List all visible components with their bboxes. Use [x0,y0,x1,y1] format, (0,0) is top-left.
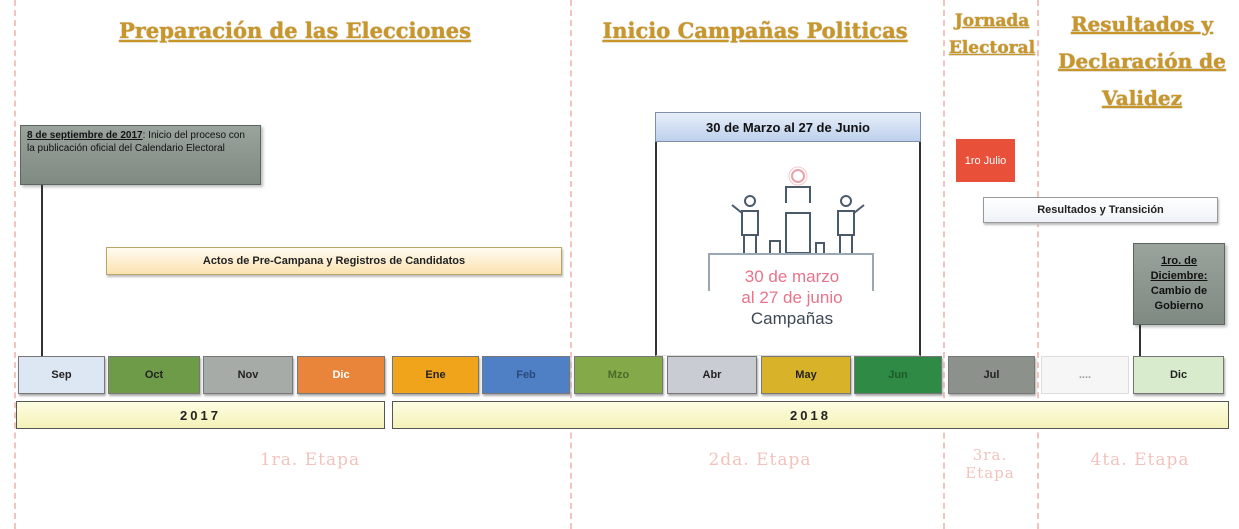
jornada-date-label: 1ro Julio [964,154,1007,167]
month-abr: Abr [667,356,757,394]
campaign-logo-frame [708,253,874,291]
month-ellipsis: .... [1041,356,1129,394]
campaign-logo-line1: 30 de marzo [744,267,840,286]
etapa-label-2: 2da. Etapa [708,450,812,470]
month-label: Feb [516,369,536,381]
year-label-2018: 2018 [790,407,831,423]
etapa-label-4: 4ta. Etapa [1090,450,1190,470]
campaign-podium-illustration [731,166,865,254]
month-label: Sep [51,369,72,381]
month-label: .... [1078,369,1092,381]
campaign-logo-line3: Campañas [750,309,834,328]
etapa-label-3: 3ra. Etapa [965,446,1015,482]
month-jul: Jul [948,356,1035,394]
cambio-pin-line [1139,325,1141,356]
campaign-range-header: 30 de Marzo al 27 de Junio [655,112,921,142]
campaign-period-box [655,142,921,356]
month-label: Jun [888,369,908,381]
month-ene: Ene [392,356,479,394]
month-label: Dic [1169,369,1188,381]
start-process-note: 8 de septiembre de 2017: Inicio del proc… [20,125,261,185]
month-dic-2018: Dic [1133,356,1224,394]
phase-title-resultados: Resultados y Declaración de Validez [1058,12,1226,110]
etapa-label-1: 1ra. Etapa [259,450,361,470]
resultados-label: Resultados y Transición [1037,204,1164,216]
resultados-bar: Resultados y Transición [983,197,1218,223]
month-label: Ene [425,369,446,381]
month-label: Dic [332,369,350,381]
phase-divider-1 [570,0,572,529]
month-may: May [761,356,851,394]
month-oct: Oct [108,356,200,394]
start-date-label: 8 de septiembre de 2017 [27,130,143,141]
month-label: Abr [702,369,722,381]
month-nov: Nov [203,356,293,394]
cambio-gobierno-note: 1ro. de Diciembre: Cambio de Gobierno [1133,243,1225,325]
month-label: Nov [237,369,259,381]
phase-title-campanas: Inicio Campañas Politicas [602,18,908,43]
precampana-bar: Actos de Pre-Campana y Registros de Cand… [106,247,562,275]
month-label: Mzo [607,369,630,381]
month-feb: Feb [482,356,570,394]
month-label: Jul [983,369,1000,381]
campaign-range-label: 30 de Marzo al 27 de Junio [706,119,870,135]
year-bar-2018: 2018 [392,401,1229,429]
speaker-head-center [791,169,805,183]
year-bar-2017: 2017 [16,401,385,429]
month-label: Oct [144,369,164,381]
month-dic-2017: Dic [297,356,385,394]
phase-title-jornada: Jornada Electoral [948,11,1036,58]
cambio-description: Cambio de Gobierno [1150,285,1208,312]
precampana-label: Actos de Pre-Campana y Registros de Cand… [202,255,466,267]
campaign-logo-text: 30 de marzo al 27 de junio Campañas [712,266,872,329]
jornada-date-box: 1ro Julio [956,139,1015,182]
campaign-logo-line2: al 27 de junio [741,288,843,307]
month-jun: Jun [854,356,942,394]
phase-title-preparacion: Preparación de las Elecciones [119,18,471,43]
month-label: May [795,369,817,381]
month-mzo: Mzo [574,356,663,394]
cambio-date-label: 1ro. de Diciembre: [1150,255,1208,282]
phase-divider-3 [1037,0,1039,529]
year-label-2017: 2017 [180,407,221,423]
start-pin-line [41,185,43,356]
month-sep: Sep [18,356,105,394]
start-description: : Inicio del proceso con la publicación … [27,130,245,154]
phase-divider-2 [943,0,945,529]
phase-divider-left [14,0,16,529]
